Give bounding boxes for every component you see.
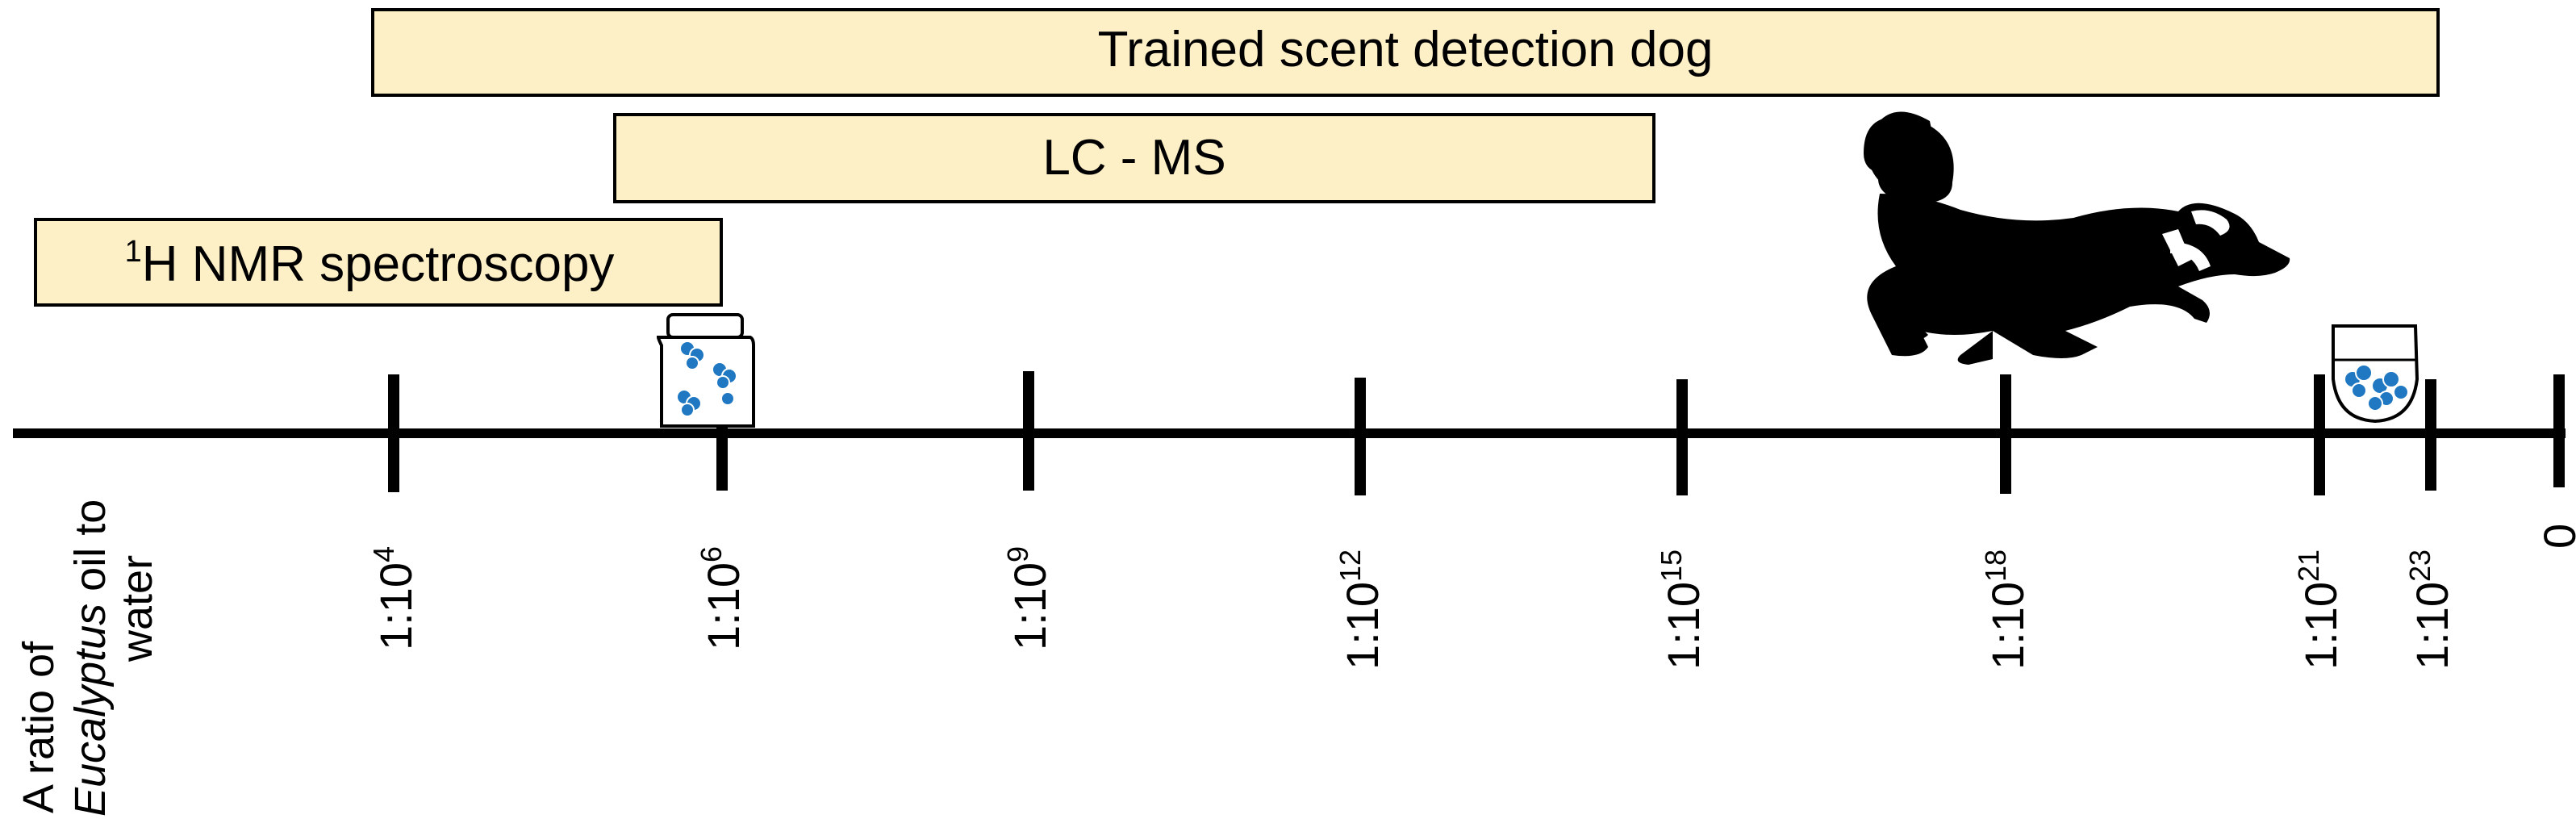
axis-caption-line1: A ratio of [15,641,63,813]
bar-lc-ms-label: LC - MS [1042,130,1225,186]
bar-trained-dog-label: Trained scent detection dog [1098,22,1714,77]
bar-nmr-label-sup: 1 [125,235,142,269]
axis-caption-line2: Eucalyptus oil to [66,499,115,817]
axis-caption: A ratio of Eucalyptus oil to water [15,499,161,817]
tick-label: 1:109 [1001,546,1055,650]
bar-lc-ms: LC - MS [613,113,1655,203]
tick-label: 1:1012 [1334,549,1388,670]
tick-label: 1:1018 [1979,549,2033,670]
tick-label: 1:1021 [2292,549,2346,670]
tick-label: 1:106 [695,546,749,650]
axis-ticks [388,371,2565,495]
tick-label: 1:1023 [2403,549,2457,670]
bar-trained-dog: Trained scent detection dog [371,8,2440,97]
bar-nmr: 1H NMR spectroscopy [34,218,723,307]
tick-label: 1:1015 [1655,549,1709,670]
bar-nmr-label-main: H NMR spectroscopy [142,236,615,292]
tick-label: 1:104 [367,546,421,650]
jar-with-molecules-icon [656,313,755,428]
tick-labels: 1:104 1:106 1:109 1:1012 1:1015 1:1018 1… [367,524,2576,670]
axis-caption-line3: water [113,555,161,662]
detection-dog-icon [1864,111,2290,365]
tick-label: 0 [2534,524,2576,549]
bar-nmr-label: 1H NMR spectroscopy [125,235,615,292]
glass-with-molecules-icon [2332,324,2419,424]
